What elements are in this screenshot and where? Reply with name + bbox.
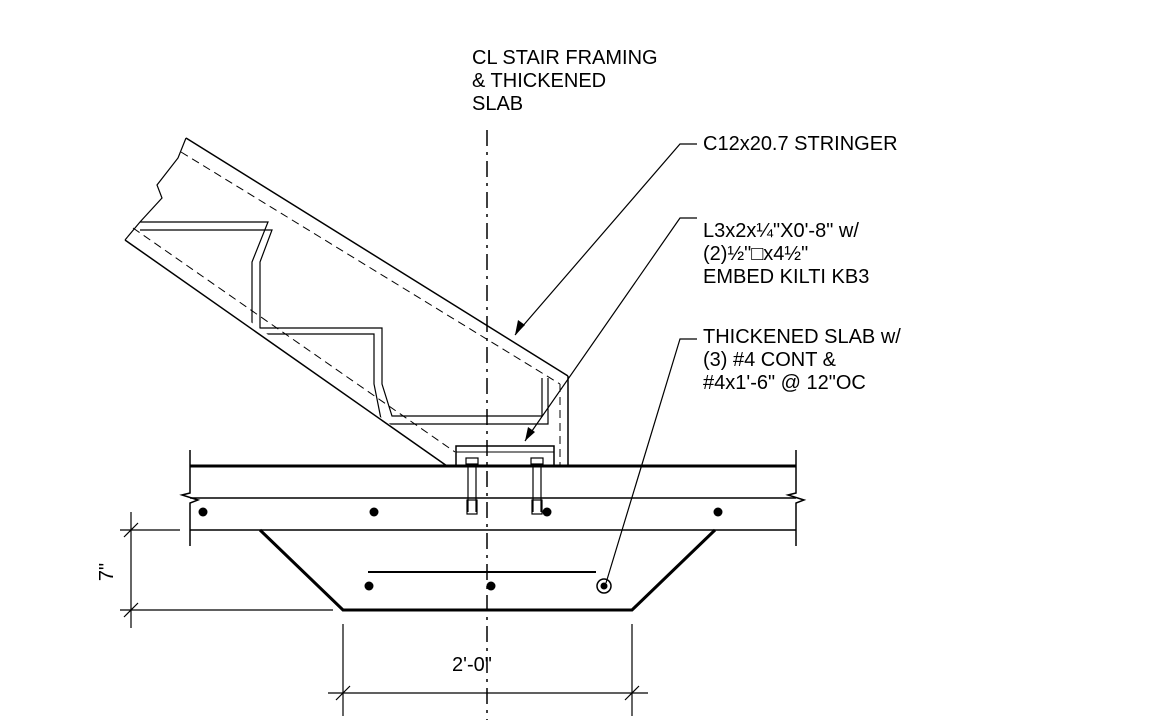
thickened-slab-label-line-2: (3) #4 CONT & (703, 349, 836, 371)
angle-clip-label-line-2: (2)½"□x4½" (703, 243, 809, 265)
width-dimension-text: 2'-0" (452, 654, 492, 676)
stringer-leader (514, 143, 697, 336)
slab-leader (605, 338, 697, 584)
thickened-slab-label-line-3: #4x1'-6" @ 12"OC (703, 372, 866, 394)
slab-rebar (198, 507, 723, 517)
centerline-label-line-1: CL STAIR FRAMING (472, 47, 658, 69)
depth-dimension (120, 512, 333, 628)
stair-stringer (124, 137, 569, 467)
centerline-label-line-2: & THICKENED (472, 70, 607, 92)
angle-clip-label: L3x2x¼"X0'-8" w/ (2)½"□x4½" EMBED KILTI … (703, 220, 869, 289)
embed-anchor-right (530, 457, 544, 515)
thickened-slab-label: THICKENED SLAB w/ (3) #4 CONT & #4x1'-6"… (703, 326, 901, 395)
angle-clip-label-line-1: L3x2x¼"X0'-8" w/ (703, 220, 859, 242)
thickened-slab-label-line-1: THICKENED SLAB w/ (703, 326, 901, 348)
stringer-label: C12x20.7 STRINGER (703, 133, 898, 156)
centerline-label-line-3: SLAB (472, 93, 524, 115)
width-dimension (328, 624, 648, 716)
concrete-slab (179, 450, 807, 612)
embed-anchor-left (465, 457, 479, 515)
stringer-label-line-1: C12x20.7 STRINGER (703, 133, 898, 155)
angle-leader (524, 217, 697, 442)
angle-clip-label-line-3: EMBED KILTI KB3 (703, 266, 870, 288)
depth-dimension-text: 7" (96, 562, 118, 582)
thickened-slab-rebar (364, 571, 612, 594)
centerline-label: CL STAIR FRAMING & THICKENED SLAB (472, 47, 658, 116)
